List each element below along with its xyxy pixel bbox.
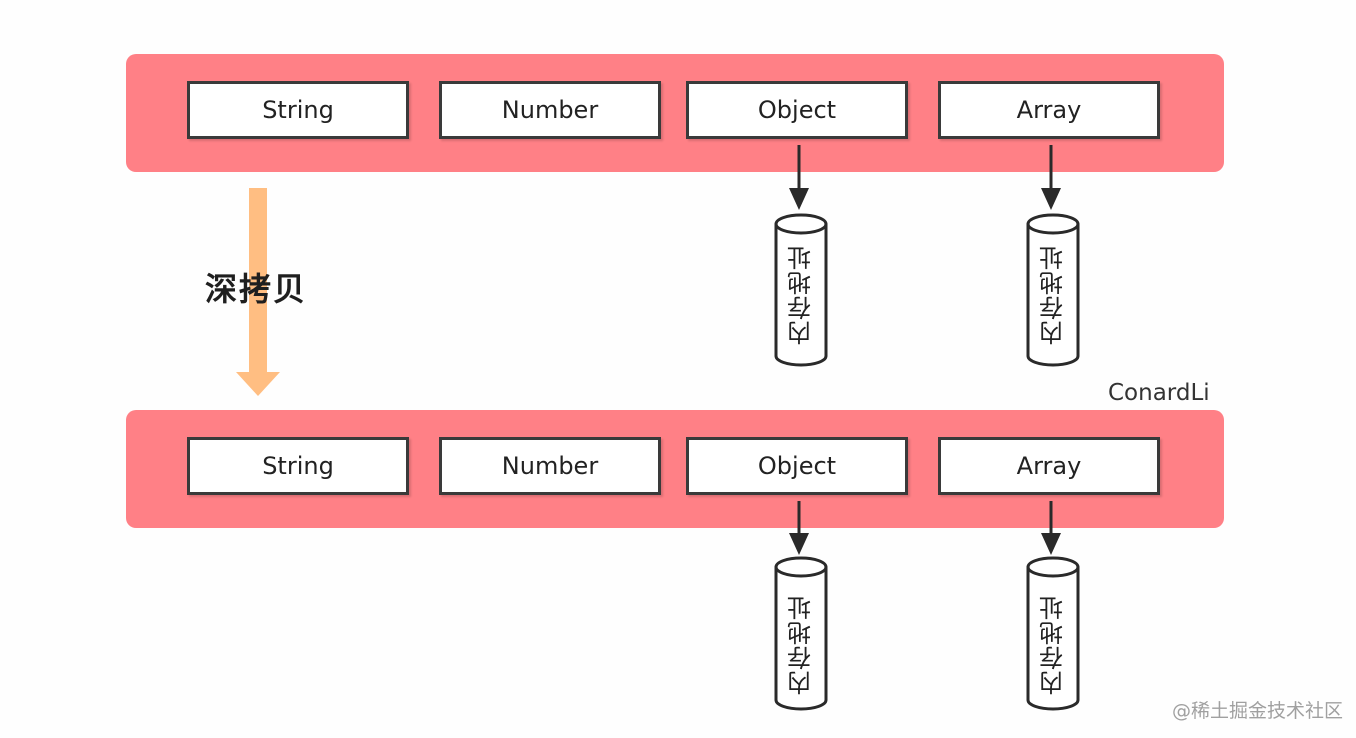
type-box-number: Number bbox=[439, 81, 661, 139]
memory-cylinder-top-object bbox=[774, 213, 828, 367]
copied-object-band: String Number Object Array bbox=[126, 410, 1224, 528]
deep-copy-arrow bbox=[236, 188, 280, 396]
type-box-object: Object bbox=[686, 81, 908, 139]
type-box-array: Array bbox=[938, 437, 1160, 495]
type-box-number: Number bbox=[439, 437, 661, 495]
bottom-array-arrow bbox=[1041, 501, 1061, 555]
watermark: @稀土掘金技术社区 bbox=[1172, 700, 1344, 722]
type-box-array: Array bbox=[938, 81, 1160, 139]
memory-address-label: 内存地址 bbox=[1039, 245, 1068, 345]
memory-cylinder-top-array bbox=[1026, 213, 1080, 367]
memory-address-label: 内存地址 bbox=[787, 595, 816, 695]
deep-copy-label: 深拷贝 bbox=[205, 270, 308, 308]
type-box-string: String bbox=[187, 437, 409, 495]
author-label: ConardLi bbox=[1108, 380, 1210, 406]
memory-cylinder-bottom-object bbox=[774, 556, 828, 711]
original-object-band: String Number Object Array bbox=[126, 54, 1224, 172]
memory-address-label: 内存地址 bbox=[787, 245, 816, 345]
memory-cylinder-bottom-array bbox=[1026, 556, 1080, 711]
top-object-arrow bbox=[789, 145, 809, 210]
type-box-string: String bbox=[187, 81, 409, 139]
type-box-object: Object bbox=[686, 437, 908, 495]
memory-address-label: 内存地址 bbox=[1039, 595, 1068, 695]
bottom-object-arrow bbox=[789, 501, 809, 555]
top-array-arrow bbox=[1041, 145, 1061, 210]
